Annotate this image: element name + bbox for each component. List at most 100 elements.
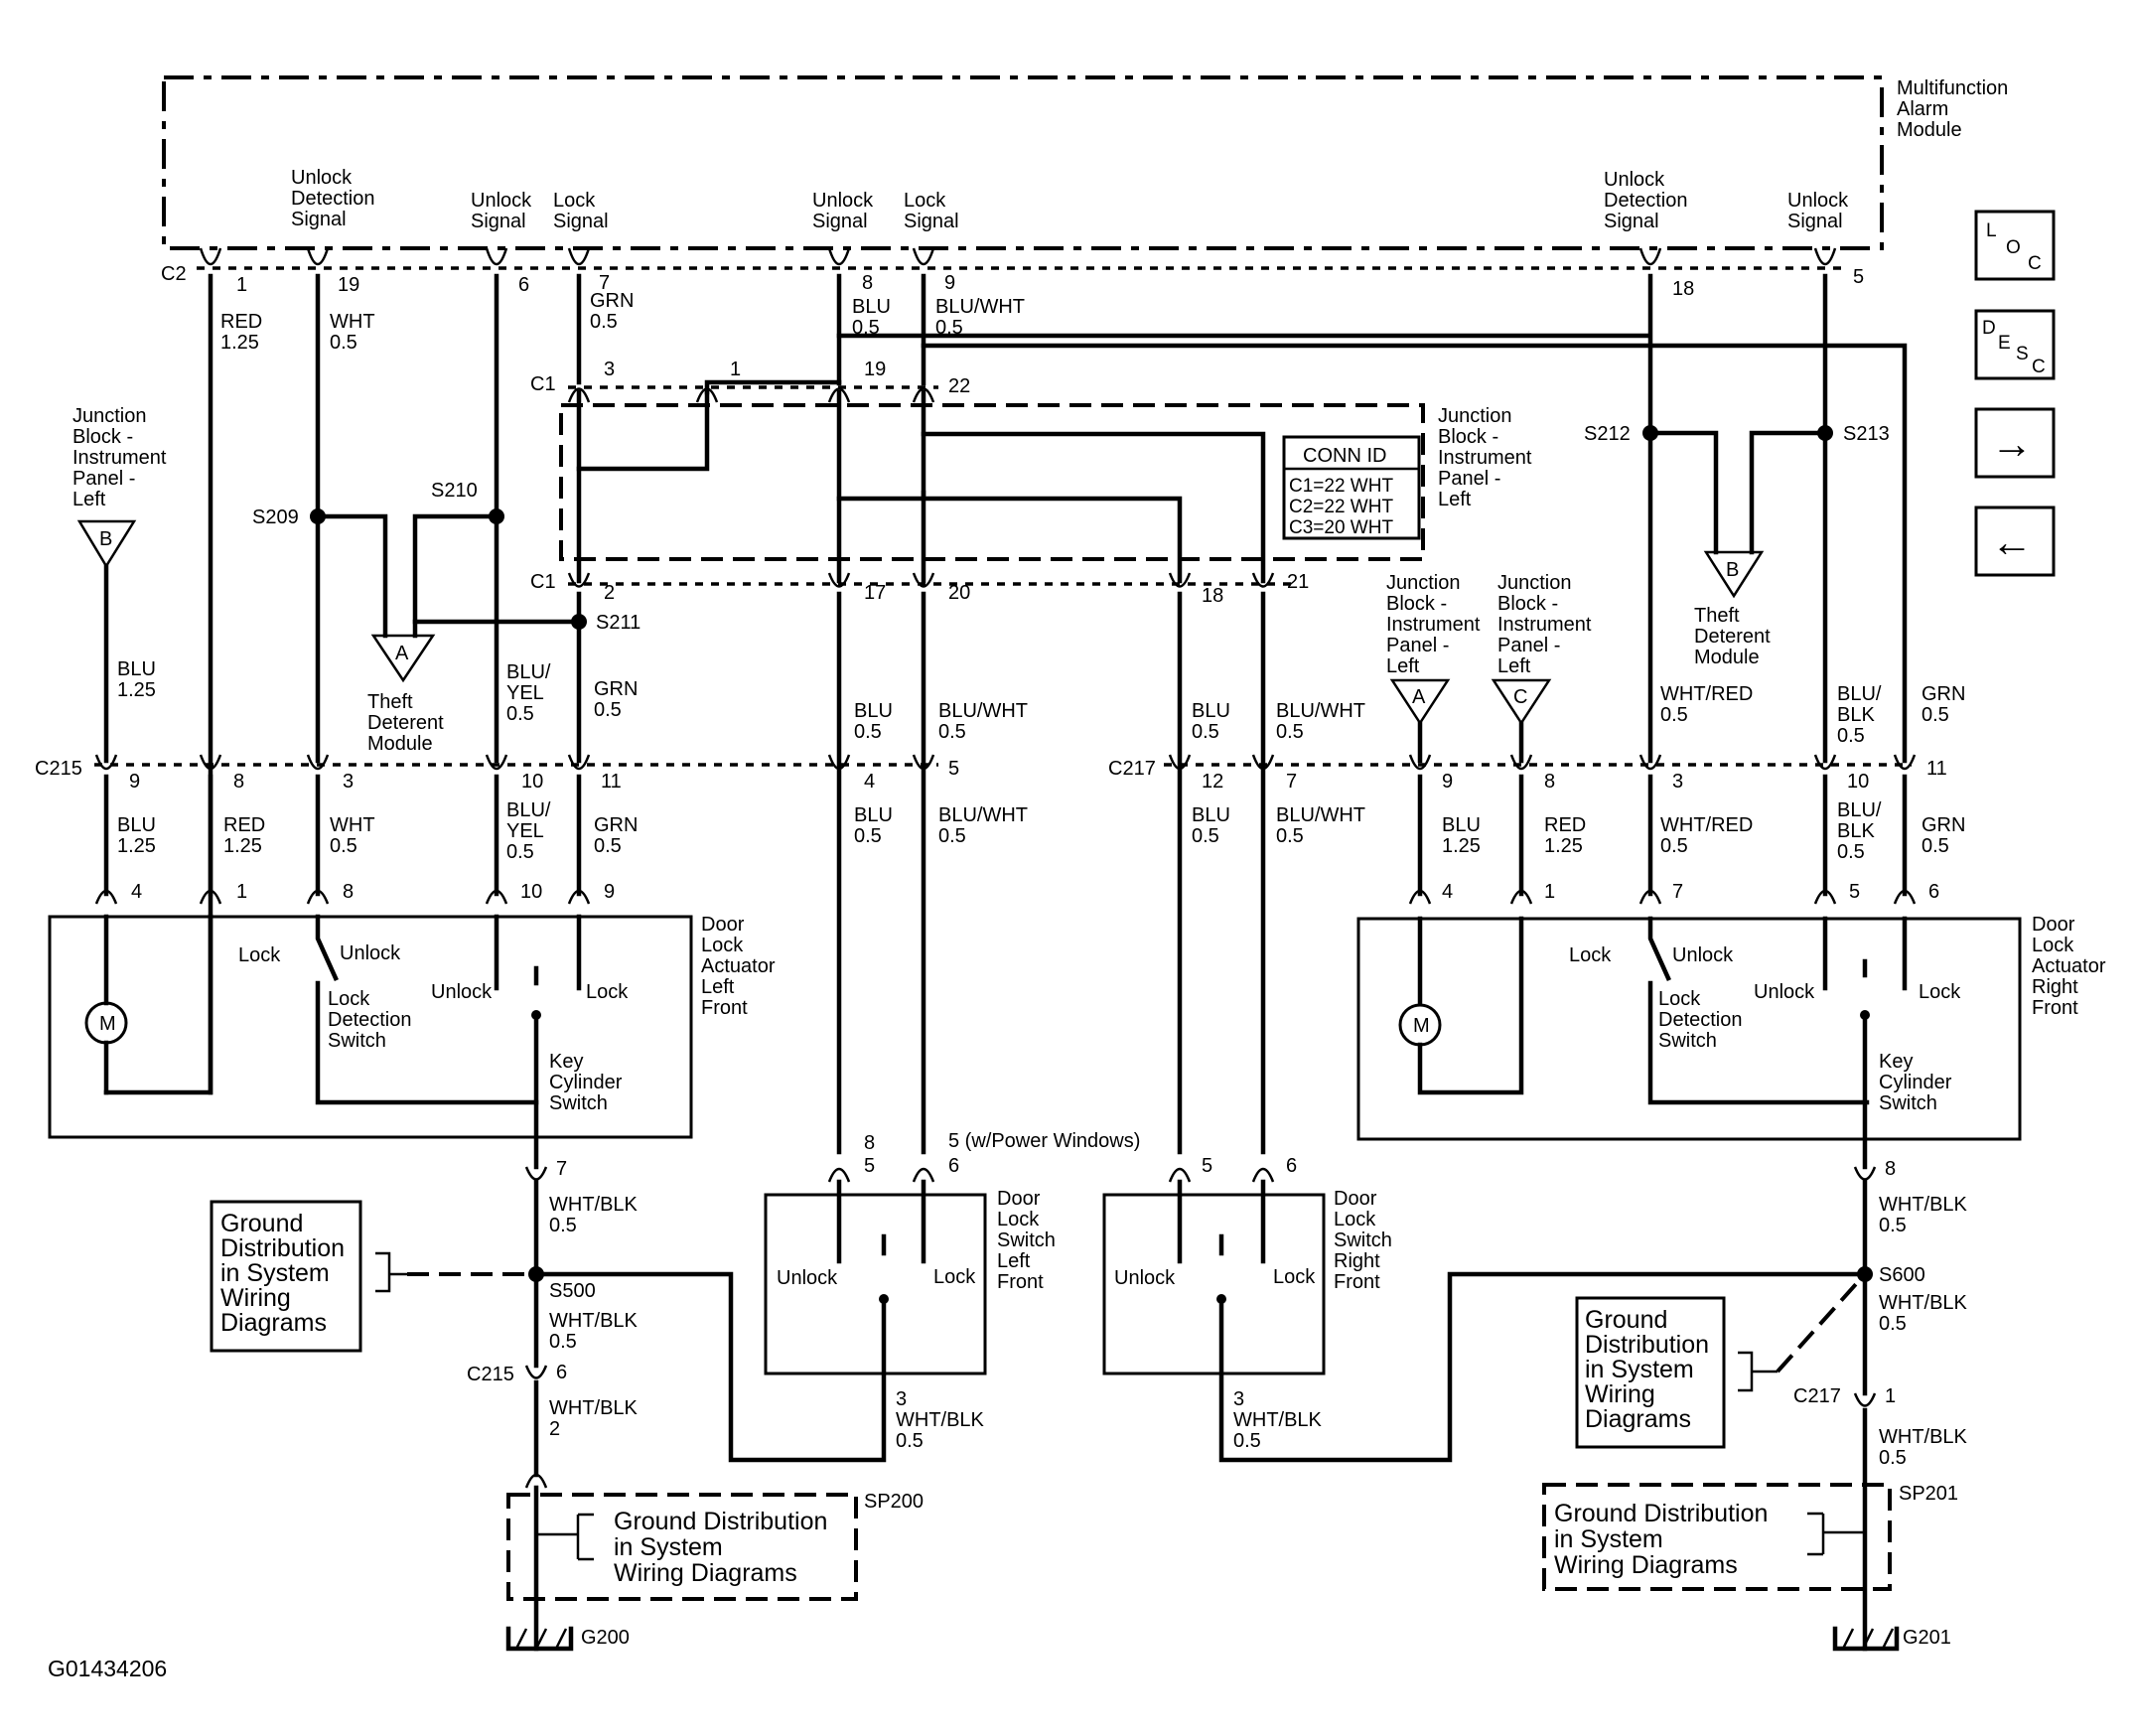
- wl-wb-r2-g: 0.5: [1879, 1313, 1907, 1335]
- gd-l-1: Ground: [220, 1210, 303, 1237]
- c2-pin-18: 18: [1672, 278, 1694, 300]
- gd-sp201-3: Wiring Diagrams: [1554, 1551, 1738, 1579]
- swlf-wire: WHT/BLK: [896, 1409, 985, 1431]
- jb-c1-label-5: Left: [1438, 489, 1472, 510]
- sig-us-c-1: Unlock: [812, 190, 874, 212]
- c215-pin-3: 3: [343, 771, 354, 793]
- swrf-lock: Lock: [1273, 1266, 1316, 1288]
- c1-pin-17: 17: [864, 582, 886, 604]
- sig-us-l-1: Unlock: [471, 190, 532, 212]
- door-lock-switch-right-front: 5 6 Door Lock Switch Right Front Unlock …: [1102, 1155, 1868, 1463]
- wl-blu-top-g: 0.5: [852, 317, 880, 339]
- wl-blu125-r2: BLU: [1442, 814, 1481, 836]
- lf-pin-4: 4: [131, 881, 142, 903]
- c1-pin-18: 18: [1202, 585, 1223, 607]
- swrf-5: Front: [1334, 1271, 1380, 1293]
- swrf-pin-5: 5: [1202, 1155, 1212, 1177]
- c1-pin-20: 20: [948, 582, 970, 604]
- wl-red-r2-g: 1.25: [1544, 835, 1583, 857]
- door-lock-actuator-right-front: 4 1 7 5 6 Door Lock Actuator Right Front…: [1356, 881, 2106, 1170]
- wire-labels-top: RED 1.25 WHT 0.5 GRN 0.5 BLU 0.5 BLU/WHT…: [220, 290, 1025, 354]
- multifunction-alarm-module: Multifunction Alarm Module Unlock Detect…: [162, 75, 2008, 250]
- lf-lds-3: Switch: [328, 1030, 386, 1052]
- wl-bb-top-1: BLU/: [1837, 683, 1882, 705]
- jb-c1-label-2: Block -: [1438, 426, 1498, 448]
- wl-wb-r3: WHT/BLK: [1879, 1426, 1968, 1448]
- loc-button[interactable]: L O C: [1974, 210, 2056, 281]
- g200-label: G200: [581, 1627, 630, 1649]
- jbc-2: Block -: [1497, 593, 1558, 615]
- jbc-3: Instrument: [1497, 614, 1592, 636]
- wl-bb-r2-3: 0.5: [1837, 841, 1865, 863]
- jba-1: Junction: [1386, 572, 1461, 594]
- wl-wht-top-g: 0.5: [330, 332, 357, 354]
- swlf-pin-3: 3: [896, 1388, 907, 1410]
- conn-id-c1: C1=22 WHT: [1289, 476, 1393, 497]
- rf-pin-5: 5: [1849, 881, 1860, 903]
- sig-us-c-2: Signal: [812, 211, 868, 232]
- wl-bw-mid-g: 0.5: [938, 721, 966, 743]
- wl-bw-l2-g: 0.5: [938, 825, 966, 847]
- swrf-4: Right: [1334, 1250, 1380, 1272]
- triangle-a-left-label: A: [395, 643, 409, 664]
- ground-g200-icon: [505, 1626, 574, 1652]
- wl-bw-mid2: BLU/WHT: [1276, 700, 1365, 722]
- lf-lds-1: Lock: [328, 988, 370, 1010]
- sig-us-r-2: Signal: [1787, 211, 1843, 232]
- wl-grn-r2: GRN: [1922, 814, 1965, 836]
- jba-4: Panel -: [1386, 635, 1449, 656]
- c215b-label: C215: [467, 1364, 514, 1385]
- wl-blu-l2-g: 0.5: [854, 825, 882, 847]
- wl-grn-l2-g: 0.5: [594, 835, 622, 857]
- s500-label: S500: [549, 1280, 596, 1302]
- loc-c: C: [2028, 253, 2042, 274]
- mam-label-2: Alarm: [1897, 98, 1948, 120]
- lf-act-4: Left: [701, 976, 735, 998]
- swlf-pin-8: 8: [864, 1132, 875, 1154]
- rf-ks-3: Switch: [1879, 1092, 1937, 1114]
- lf-act-3: Actuator: [701, 955, 776, 977]
- c1-bot-label: C1: [530, 571, 556, 593]
- door-lock-switch-left-front: 8 5 5 (w/Power Windows) 6 Door Lock Swit…: [533, 1130, 1140, 1463]
- gd-sp200-2: in System: [614, 1533, 723, 1561]
- rf-act-4: Right: [2032, 976, 2078, 998]
- swlf-unlock: Unlock: [777, 1267, 838, 1289]
- rf-pin-7: 7: [1672, 881, 1683, 903]
- lf-pin-10: 10: [520, 881, 542, 903]
- swrf-pin-6: 6: [1286, 1155, 1297, 1177]
- c215-pin-5: 5: [948, 758, 959, 780]
- swlf-2: Lock: [997, 1209, 1040, 1230]
- rf-act-5: Front: [2032, 997, 2078, 1019]
- prev-arrow-icon: ←: [1991, 518, 2033, 565]
- sig-uds-l-1: Unlock: [291, 167, 353, 189]
- next-page-button[interactable]: →: [1974, 407, 2056, 479]
- wl-by-3: 0.5: [506, 703, 534, 725]
- swlf-wire-g: 0.5: [896, 1430, 924, 1452]
- wl-blu125-r2-g: 1.25: [1442, 835, 1481, 857]
- wl-bw-mid: BLU/WHT: [938, 700, 1028, 722]
- wl-wb-l2-g: 0.5: [549, 1331, 577, 1353]
- jbc-4: Panel -: [1497, 635, 1560, 656]
- jbl-1: Junction: [72, 405, 147, 427]
- wl-wb-r1: WHT/BLK: [1879, 1194, 1968, 1216]
- wl-wb-l3: WHT/BLK: [549, 1397, 639, 1419]
- loc-l: L: [1986, 220, 1997, 241]
- c215-pin-10: 10: [521, 771, 543, 793]
- lf-act-1: Door: [701, 914, 745, 936]
- conn-id-box: CONN ID C1=22 WHT C2=22 WHT C3=20 WHT: [1282, 435, 1421, 540]
- jbl-4: Panel -: [72, 468, 135, 490]
- gd-r-1: Ground: [1585, 1306, 1667, 1334]
- wl-bw-mid2-g: 0.5: [1276, 721, 1304, 743]
- rf-act-2: Lock: [2032, 935, 2074, 956]
- prev-page-button[interactable]: ←: [1974, 506, 2056, 577]
- theft-r-3: Module: [1694, 647, 1760, 668]
- c2-pin-1: 1: [236, 274, 247, 296]
- wl-bw-l2: BLU/WHT: [938, 804, 1028, 826]
- wl-wb-l1: WHT/BLK: [549, 1194, 639, 1216]
- motor-left-label: M: [99, 1013, 116, 1035]
- gd-l-4: Wiring: [220, 1284, 291, 1312]
- wl-bluwht-top: BLU/WHT: [935, 296, 1025, 318]
- wl-bw-r2-g: 0.5: [1276, 825, 1304, 847]
- desc-button[interactable]: D E S C: [1974, 309, 2056, 380]
- lf-lds-2: Detection: [328, 1009, 412, 1031]
